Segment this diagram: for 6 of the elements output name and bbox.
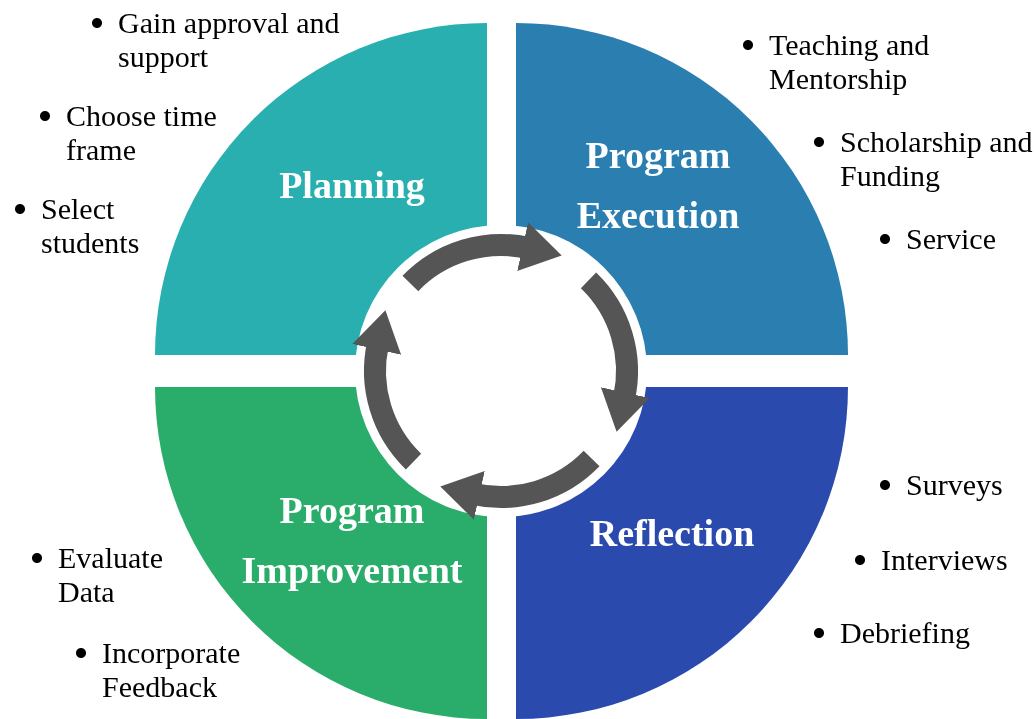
cycle-arrow [580,272,650,433]
cycle-arrow [439,450,600,520]
cycle-arrow [352,309,422,470]
stage-title: Program Improvement [240,488,464,593]
stage-title: Reflection [588,511,756,556]
stage-title: Program Execution [575,133,741,238]
